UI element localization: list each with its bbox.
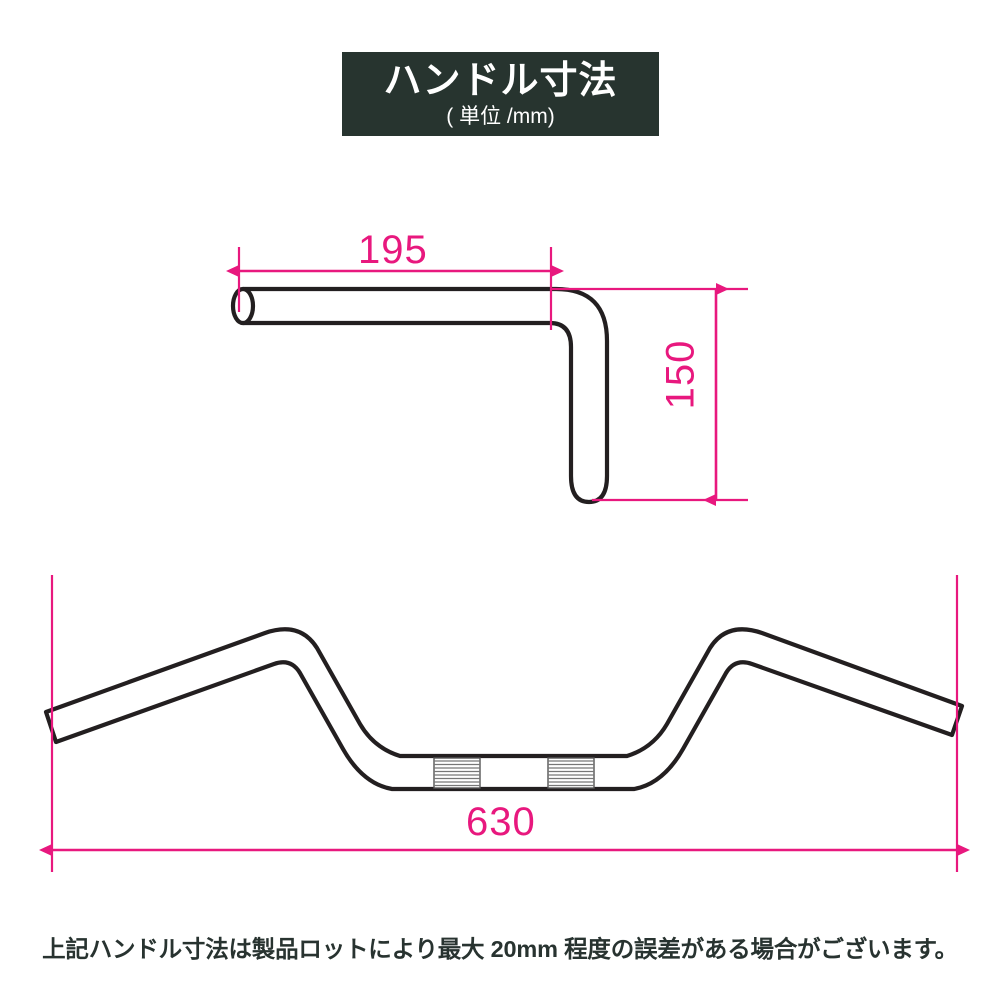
title-subtitle-unit: ( 単位 /mm) <box>446 104 555 128</box>
knurled-section-left <box>433 757 481 789</box>
dimension-630 <box>39 575 970 872</box>
dimension-150 <box>551 283 748 506</box>
dimension-label-630: 630 <box>466 800 536 844</box>
title-main-text: ハンドル寸法 <box>383 60 618 102</box>
dimension-label-150: 150 <box>658 339 703 410</box>
side-profile-tube <box>240 286 610 505</box>
front-profile-bar <box>43 627 965 792</box>
knurled-section-right <box>547 757 595 789</box>
dimension-label-195: 195 <box>358 228 428 272</box>
handlebar-front-profile <box>43 627 965 792</box>
footer-tolerance-note: 上記ハンドル寸法は製品ロットにより最大 20mm 程度の誤差がある場合がございま… <box>42 936 958 962</box>
title-banner: ハンドル寸法 ( 単位 /mm) <box>342 52 659 136</box>
side-profile-tube-end-cap <box>230 286 256 326</box>
